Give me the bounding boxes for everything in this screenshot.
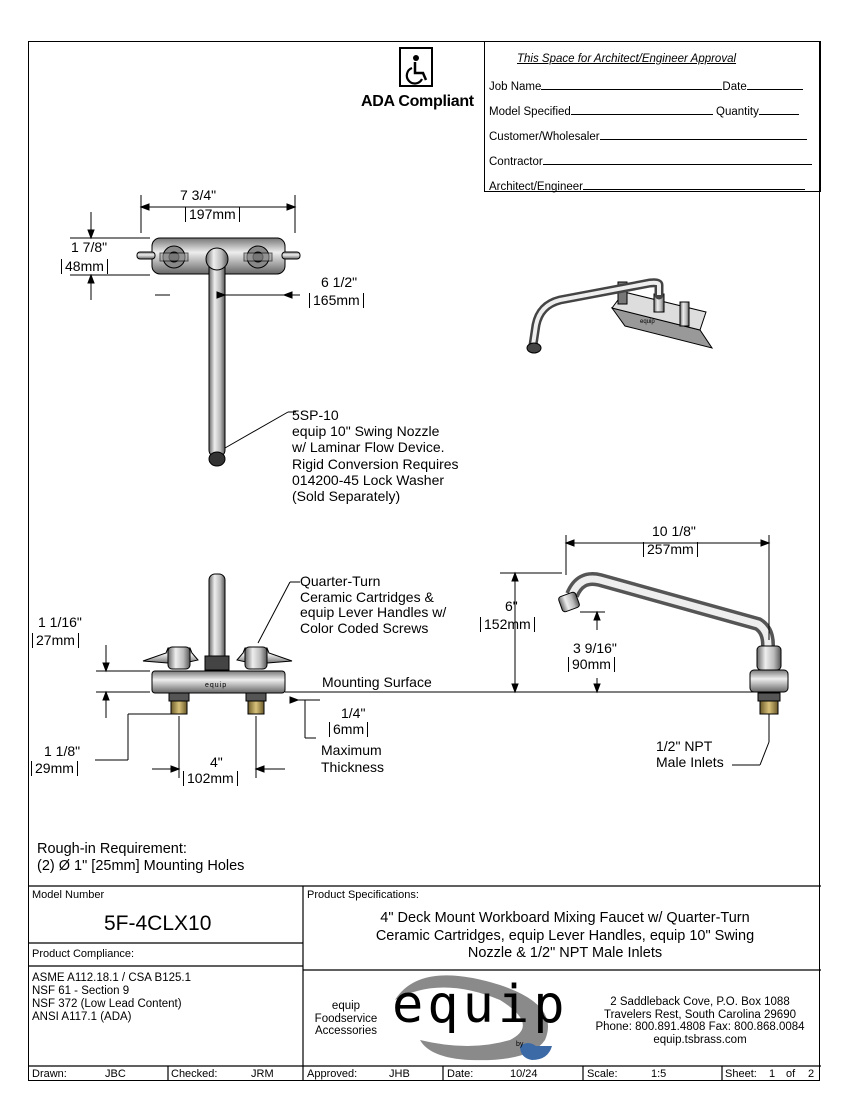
approved-label: Approved:	[307, 1068, 358, 1080]
outlet-mm: 90mm	[568, 656, 615, 673]
top-offset-in: 6 1/2"	[321, 274, 358, 290]
thickness-mm: 6mm	[329, 721, 369, 738]
isometric-view: equip	[526, 278, 714, 354]
outlet-in: 3 9/16"	[573, 640, 617, 656]
model-number: 5F-4CLX10	[104, 912, 212, 935]
height-mm: 152mm	[480, 616, 535, 633]
centers-mm: 102mm	[183, 770, 238, 787]
compliance-label: Product Compliance:	[32, 948, 135, 960]
approval-heading: This Space for Architect/Engineer Approv…	[517, 53, 737, 65]
front-height-mm: 27mm	[32, 632, 79, 649]
body-brand-text: equip	[205, 682, 228, 689]
top-offset-mm: 165mm	[309, 292, 364, 309]
approval-model-row: Model Specified Quantity	[489, 104, 799, 118]
scale-value: 1:5	[651, 1068, 667, 1080]
approval-customer-row: Customer/Wholesaler	[489, 129, 807, 143]
top-width-dim: 7 3/4"	[180, 187, 217, 203]
sheet-value: 1	[769, 1068, 776, 1080]
approval-contractor-row: Contractor	[489, 154, 812, 168]
top-depth-in: 1 7/8"	[71, 239, 108, 255]
reach-in: 10 1/8"	[652, 523, 696, 539]
ada-compliant-label: ADA Compliant	[361, 93, 474, 110]
ada-wheelchair-icon	[399, 47, 433, 87]
checked-value: JRM	[251, 1068, 274, 1080]
customer-field[interactable]	[599, 129, 807, 140]
reach-mm: 257mm	[643, 541, 698, 558]
mounting-surface-label: Mounting Surface	[322, 674, 432, 690]
quantity-field[interactable]	[758, 104, 799, 115]
sheet-label: Sheet:	[725, 1068, 757, 1080]
shank-mm: 29mm	[31, 760, 78, 777]
title-block-lines	[28, 885, 821, 1081]
job-name-field[interactable]	[541, 79, 723, 90]
front-height-in: 1 1/16"	[38, 614, 82, 630]
job-name-label: Job Name	[489, 81, 542, 93]
top-width-mm: 197mm	[185, 206, 240, 223]
nozzle-note: 5SP-10 equip 10" Swing Nozzle w/ Laminar…	[292, 407, 459, 505]
inlet-note: 1/2" NPT Male Inlets	[656, 738, 724, 770]
date-footer-value: 10/24	[510, 1068, 538, 1080]
scale-label: Scale:	[587, 1068, 618, 1080]
customer-label: Customer/Wholesaler	[489, 131, 600, 143]
approval-box: This Space for Architect/Engineer Approv…	[484, 41, 821, 193]
centers-in: 4"	[210, 754, 223, 770]
model-specified-label: Model Specified	[489, 106, 571, 118]
thickness-label: Maximum Thickness	[321, 742, 385, 775]
brand-tagline: equip Foodservice Accessories	[314, 1000, 378, 1037]
sheet-total: 2	[808, 1068, 815, 1080]
architect-field[interactable]	[582, 179, 805, 190]
checked-label: Checked:	[171, 1068, 218, 1080]
compliance-list: ASME A112.18.1 / CSA B125.1 NSF 61 - Sec…	[32, 972, 191, 1023]
date-field[interactable]	[746, 79, 803, 90]
architect-label: Architect/Engineer	[489, 181, 583, 193]
contractor-label: Contractor	[489, 156, 543, 168]
approval-job-row: Job Name Date	[489, 79, 815, 93]
date-footer-label: Date:	[447, 1068, 474, 1080]
date-label: Date	[722, 81, 747, 93]
approved-value: JHB	[389, 1068, 410, 1080]
top-view	[70, 195, 301, 467]
specs-text: 4" Deck Mount Workboard Mixing Faucet w/…	[375, 910, 755, 961]
rough-in-note: Rough-in Requirement: (2) Ø 1" [25mm] Mo…	[37, 841, 245, 874]
svg-text:equip: equip	[640, 319, 655, 325]
top-depth-mm: 48mm	[61, 258, 108, 275]
by-label: by	[516, 1041, 524, 1048]
shank-in: 1 1/8"	[44, 743, 81, 759]
height-in: 6"	[505, 598, 518, 614]
approval-architect-row: Architect/Engineer	[489, 179, 805, 193]
drawn-label: Drawn:	[32, 1068, 67, 1080]
drawn-value: JBC	[105, 1068, 126, 1080]
side-view	[500, 535, 789, 766]
model-specified-field[interactable]	[570, 104, 713, 115]
brand-address: 2 Saddleback Cove, P.O. Box 1088 Travele…	[595, 996, 805, 1046]
of-label: of	[786, 1068, 796, 1080]
quantity-label: Quantity	[716, 106, 759, 118]
front-view	[95, 573, 770, 778]
specs-label: Product Specifications:	[307, 889, 419, 901]
equip-logo-swoosh	[395, 975, 552, 1061]
thickness-in: 1/4"	[341, 705, 366, 721]
cartridge-note: Quarter-Turn Ceramic Cartridges & equip …	[300, 573, 447, 636]
drawing-frame	[28, 41, 820, 1081]
contractor-field[interactable]	[542, 154, 812, 165]
model-number-label: Model Number	[32, 889, 105, 901]
equip-logo: equip	[392, 975, 569, 1035]
